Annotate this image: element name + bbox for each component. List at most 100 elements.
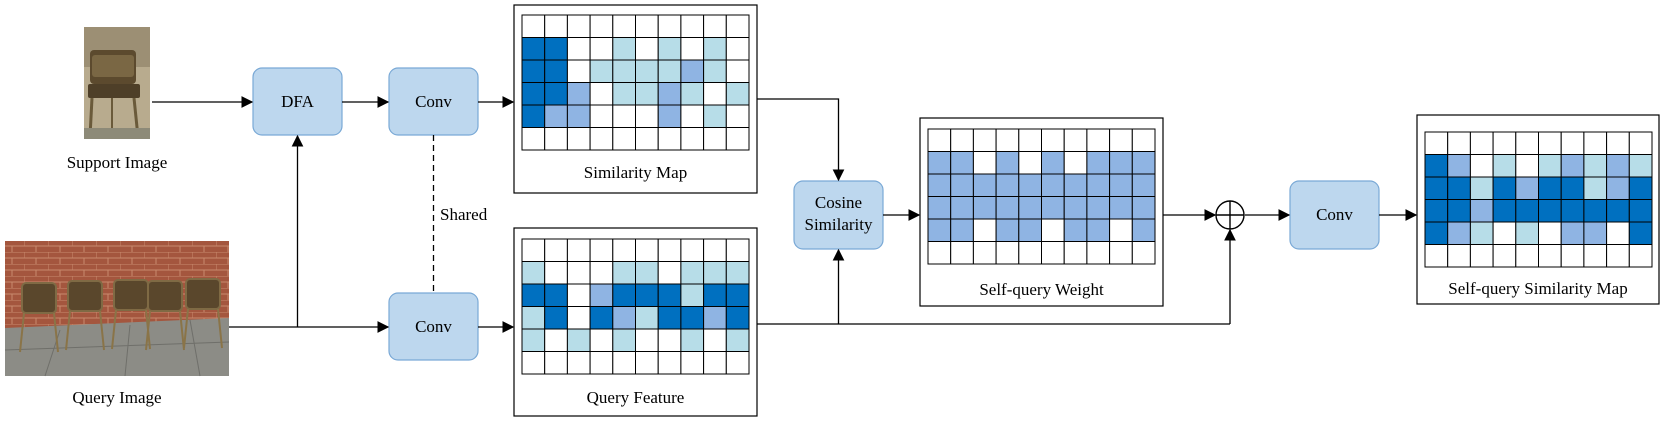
- dfa-block: DFA: [252, 67, 343, 136]
- grid-cell: [1538, 199, 1562, 223]
- grid-cell: [521, 306, 546, 330]
- grid-cell: [1018, 196, 1042, 220]
- self-query-weight-panel: Self-query Weight: [919, 117, 1164, 307]
- grid-cell: [680, 351, 705, 375]
- grid-cell: [635, 82, 659, 106]
- grid-cell: [1424, 154, 1449, 178]
- grid-cell: [703, 261, 727, 285]
- grid-cell: [725, 238, 750, 262]
- grid-cell: [1063, 196, 1088, 220]
- grid-cell: [589, 82, 614, 106]
- grid-cell: [612, 351, 636, 375]
- grid-cell: [927, 151, 952, 175]
- conv-bottom-block: Conv: [388, 292, 479, 361]
- grid-cell: [1063, 128, 1088, 152]
- grid-cell: [725, 127, 750, 151]
- grid-cell: [703, 82, 727, 106]
- grid-cell: [521, 351, 546, 375]
- grid-cell: [703, 59, 727, 83]
- grid-cell: [635, 261, 659, 285]
- grid-cell: [927, 173, 952, 197]
- grid-cell: [725, 14, 750, 38]
- grid-cell: [972, 151, 997, 175]
- grid-cell: [1538, 176, 1562, 200]
- grid-cell: [703, 351, 727, 375]
- grid-cell: [927, 128, 952, 152]
- conv-top-block: Conv: [388, 67, 479, 136]
- grid-cell: [680, 82, 705, 106]
- grid-cell: [657, 82, 682, 106]
- conv-final-block: Conv: [1289, 180, 1380, 250]
- grid-cell: [1041, 173, 1065, 197]
- grid-cell: [612, 82, 636, 106]
- grid-cell: [725, 283, 750, 307]
- grid-cell: [1018, 128, 1042, 152]
- grid-cell: [1560, 131, 1585, 155]
- grid-cell: [521, 82, 546, 106]
- grid-cell: [1538, 131, 1562, 155]
- grid-cell: [1424, 199, 1449, 223]
- grid-cell: [544, 261, 568, 285]
- grid-cell: [1131, 196, 1156, 220]
- grid-cell: [725, 306, 750, 330]
- grid-cell: [1560, 199, 1585, 223]
- grid-cell: [1086, 173, 1111, 197]
- grid-cell: [680, 306, 705, 330]
- grid-cell: [1424, 176, 1449, 200]
- grid-cell: [1018, 241, 1042, 265]
- grid-cell: [1041, 241, 1065, 265]
- grid-cell: [680, 59, 705, 83]
- grid-cell: [589, 127, 614, 151]
- grid-cell: [950, 151, 974, 175]
- grid-cell: [566, 283, 591, 307]
- grid-cell: [1018, 173, 1042, 197]
- grid-cell: [566, 238, 591, 262]
- grid-cell: [1515, 176, 1540, 200]
- grid-cell: [725, 82, 750, 106]
- grid-cell: [950, 218, 974, 242]
- grid-cell: [1109, 218, 1133, 242]
- grid-cell: [657, 351, 682, 375]
- grid-cell: [1018, 218, 1042, 242]
- grid-cell: [1109, 173, 1133, 197]
- grid-cell: [703, 238, 727, 262]
- grid-cell: [612, 283, 636, 307]
- grid-cell: [950, 196, 974, 220]
- grid-cell: [1583, 199, 1608, 223]
- grid-cell: [1560, 221, 1585, 245]
- grid-cell: [1018, 151, 1042, 175]
- grid-cell: [1447, 221, 1471, 245]
- grid-cell: [657, 328, 682, 352]
- grid-cell: [544, 351, 568, 375]
- grid-cell: [995, 241, 1020, 265]
- query-image: [4, 241, 230, 377]
- grid-cell: [566, 328, 591, 352]
- grid-cell: [680, 328, 705, 352]
- grid-cell: [612, 104, 636, 128]
- grid-cell: [544, 59, 568, 83]
- grid-cell: [1131, 241, 1156, 265]
- grid-cell: [566, 104, 591, 128]
- grid-cell: [703, 37, 727, 61]
- grid-cell: [635, 328, 659, 352]
- grid-cell: [635, 283, 659, 307]
- grid-cell: [1515, 244, 1540, 268]
- grid-cell: [1628, 131, 1653, 155]
- grid-cell: [589, 306, 614, 330]
- grid-cell: [1583, 176, 1608, 200]
- grid-cell: [521, 328, 546, 352]
- dfa-block-label: DFA: [281, 92, 314, 111]
- grid-cell: [521, 238, 546, 262]
- grid-cell: [657, 306, 682, 330]
- grid-cell: [589, 283, 614, 307]
- grid-cell: [725, 59, 750, 83]
- grid-cell: [1560, 244, 1585, 268]
- grid-cell: [589, 261, 614, 285]
- conv-final-block-label: Conv: [1316, 205, 1353, 224]
- grid-cell: [1515, 199, 1540, 223]
- grid-cell: [612, 306, 636, 330]
- query-feature-panel: Query Feature: [513, 227, 758, 417]
- grid-cell: [589, 37, 614, 61]
- grid-cell: [566, 261, 591, 285]
- grid-cell: [589, 328, 614, 352]
